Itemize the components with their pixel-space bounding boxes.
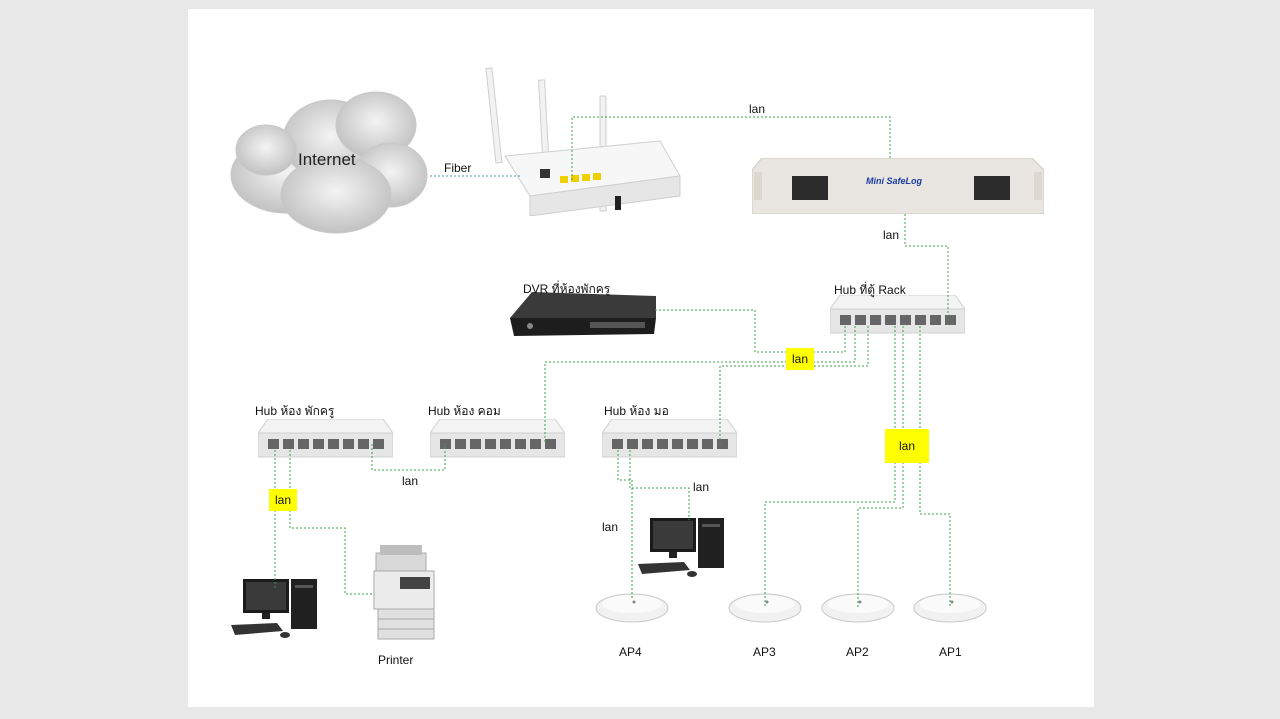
lan-mo-ap-label: lan bbox=[602, 520, 619, 534]
lan-hub-rack-highlight: lan bbox=[786, 348, 814, 370]
printer-label: Printer bbox=[378, 653, 414, 667]
hub-rack-label: Hub ที่ตู้ Rack bbox=[834, 283, 906, 297]
hub-com-label: Hub ห้อง คอม bbox=[428, 404, 501, 418]
hub-com-icon bbox=[430, 419, 565, 458]
pc-teacher-icon bbox=[231, 579, 317, 638]
ap3-label: AP3 bbox=[753, 645, 776, 659]
hub-mo-label: Hub ห้อง มอ bbox=[604, 404, 669, 418]
hub-teacher-icon bbox=[258, 419, 393, 458]
lan-router-safelog-label: lan bbox=[749, 102, 766, 116]
hub-mo-icon bbox=[602, 419, 737, 458]
dvr-label: DVR ที่ห้องพักครู bbox=[523, 282, 611, 296]
lan-teacher-highlight: lan bbox=[269, 489, 297, 511]
lan-hubs-label: lan bbox=[402, 474, 419, 488]
ap1-icon bbox=[913, 593, 987, 623]
ap4-icon bbox=[595, 593, 669, 623]
lan-safelog-hub-label: lan bbox=[883, 228, 900, 242]
ap2-icon bbox=[821, 593, 895, 623]
router-icon bbox=[485, 67, 681, 216]
ap4-label: AP4 bbox=[619, 645, 642, 659]
internet-label: Internet bbox=[298, 150, 356, 169]
hub-rack-icon bbox=[830, 295, 965, 334]
printer-icon bbox=[373, 545, 435, 640]
pc-mo-icon bbox=[638, 518, 724, 577]
safelog-device-icon bbox=[752, 158, 1044, 214]
fiber-label: Fiber bbox=[444, 161, 472, 175]
lan-mo-pc-label: lan bbox=[693, 480, 710, 494]
safelog-label: Mini SafeLog bbox=[866, 176, 922, 186]
hub-teacher-label: Hub ห้อง พักครู bbox=[255, 404, 335, 418]
ap1-label: AP1 bbox=[939, 645, 962, 659]
ap2-label: AP2 bbox=[846, 645, 869, 659]
lan-aps-highlight: lan bbox=[885, 429, 929, 463]
internet-cloud-icon bbox=[230, 91, 428, 234]
ap3-icon bbox=[728, 593, 802, 623]
